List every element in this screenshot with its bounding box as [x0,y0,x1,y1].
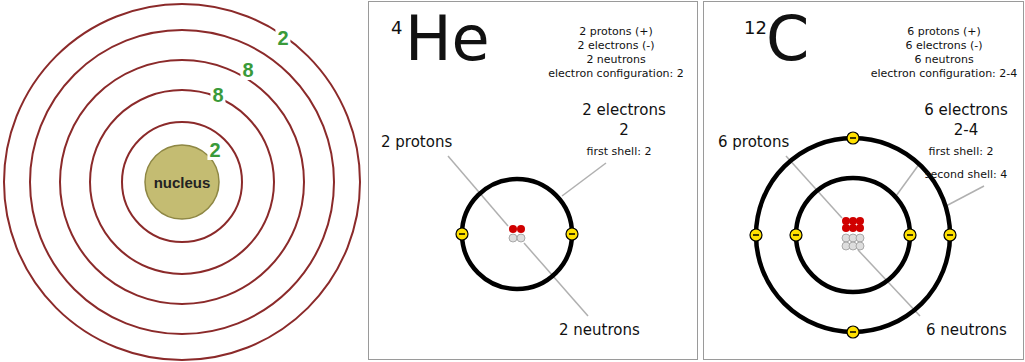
atom-panel: 12C6 protons (+)6 electrons (-)6 neutron… [703,1,1024,360]
leader-line [896,163,920,196]
leader-line [786,156,842,218]
protons-label: 2 protons [381,134,452,151]
shell-ring [60,60,304,304]
element-symbol: He [405,8,490,70]
neutron [517,234,525,242]
electron [566,228,578,240]
info-line: 6 protons (+) [907,26,981,39]
proton [517,225,525,233]
neutrons-label: 2 neutrons [559,322,640,339]
info-line: 2 electrons (-) [577,40,654,53]
atom-panel: 4He2 protons (+)2 electrons (-)2 neutron… [368,1,698,360]
electron-shell [756,138,950,332]
electron [750,229,762,241]
leader-line [946,186,984,206]
protons-label: 6 protons [718,134,789,151]
shell-note: first shell: 2 [587,146,652,159]
info-line: electron configuration: 2-4 [871,68,1018,81]
electron [904,229,916,241]
mass-number: 12 [744,18,767,39]
shell-number: 2 [275,28,290,48]
shell-ring [90,90,274,274]
neutrons-label: 6 neutrons [926,322,1007,339]
neutron [509,234,517,242]
electron [944,229,956,241]
protons [842,217,864,232]
shell-rings [4,4,360,360]
shell-number: 2 [207,140,222,160]
proton [509,225,517,233]
configuration: 2-4 [954,122,979,139]
element-symbol: C [766,8,809,70]
info-line: 2 protons (+) [579,26,653,39]
info-line: 6 neutrons [914,54,973,67]
electron [847,326,859,338]
leader-line [858,250,920,316]
carbon-atom [750,132,984,338]
electron [847,132,859,144]
neutrons [842,234,864,250]
info-line: electron configuration: 2 [548,68,684,81]
info-line: 2 neutrons [586,54,645,67]
helium-atom [448,156,606,316]
leader-line [448,156,508,226]
electron-count: 2 electrons [582,102,665,119]
electron [790,229,802,241]
configuration: 2 [619,122,629,139]
shell-number: 8 [240,60,255,80]
shell-ring [4,4,360,360]
shell-number: 8 [210,85,225,105]
shell-ring [30,30,334,334]
leader-line [562,163,606,196]
electron-count: 6 electrons [924,102,1007,119]
info-line: 6 electrons (-) [905,40,982,53]
mass-number: 4 [391,18,402,39]
shell-ring [122,122,242,242]
nucleus-label: nucleus [154,174,211,191]
electron [456,228,468,240]
shell-note: first shell: 2 [929,146,994,159]
leader-lines [448,156,606,316]
leader-line [524,243,588,316]
electron-shell [796,178,910,292]
electron-shell [462,179,572,289]
shell-note: second shell: 4 [925,169,1008,182]
